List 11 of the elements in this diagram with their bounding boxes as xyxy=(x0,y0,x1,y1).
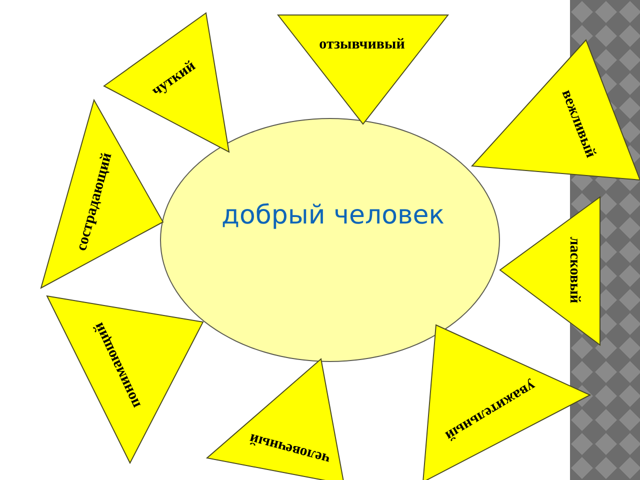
main-phrase: добрый человек xyxy=(221,202,445,230)
ray-triangle xyxy=(423,325,590,480)
ray-triangle xyxy=(47,296,203,463)
trait-word: отзывчивый xyxy=(319,38,405,52)
ray-triangle xyxy=(500,197,600,345)
ray-triangle xyxy=(278,15,448,124)
ray-triangle xyxy=(104,13,229,152)
ray-triangle xyxy=(41,100,163,288)
ray-triangle xyxy=(472,40,640,180)
trait-word: ласковый xyxy=(566,236,582,304)
ray-triangle xyxy=(207,359,344,480)
